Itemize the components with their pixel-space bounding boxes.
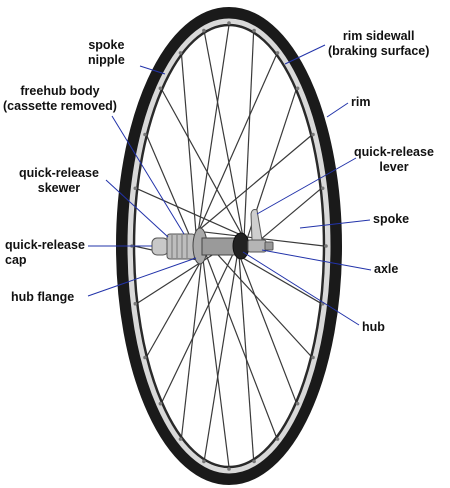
- spoke-nipple-dot: [324, 244, 328, 248]
- spoke: [201, 231, 325, 247]
- spoke-nipple-dot: [311, 132, 315, 137]
- spoke: [199, 135, 312, 230]
- qr-lever-shape: [250, 209, 263, 241]
- spoke-nipple-dot: [227, 467, 231, 471]
- spoke-nipple-dot: [143, 355, 147, 360]
- spoke-nipple-dot: [295, 86, 300, 91]
- spoke: [161, 89, 243, 235]
- leader-qr-lever: [256, 157, 357, 215]
- spoke: [202, 237, 312, 357]
- leader-qr-skewer: [105, 179, 169, 238]
- spoke: [243, 32, 255, 243]
- leader-spoke: [299, 219, 371, 229]
- leader-rim-sidewall: [284, 44, 326, 65]
- spoke: [203, 249, 239, 460]
- spoke-nipple-dot: [275, 437, 280, 441]
- qr-cap-shape: [151, 237, 169, 256]
- label-hub: hub: [362, 320, 385, 334]
- spoke-nipple-dot: [227, 21, 231, 25]
- spoke-nipple-dot: [320, 186, 325, 191]
- spoke-nipple-dot: [311, 355, 315, 360]
- spoke-nipple-dot: [143, 132, 147, 137]
- spoke-nipple-dot: [178, 51, 183, 55]
- spoke-nipple-dot: [202, 28, 206, 33]
- leader-hub: [242, 251, 360, 326]
- label-spoke: spoke: [373, 212, 410, 226]
- label-hub-flange: hub flange: [11, 290, 75, 304]
- spoke-nipple-dot: [158, 401, 163, 406]
- spoke-nipple-dot: [133, 186, 138, 191]
- label-qr-cap: quick-release cap: [5, 238, 85, 267]
- label-freehub-body: freehub body (cassette removed): [3, 84, 117, 113]
- spoke-nipple-dot: [252, 28, 256, 33]
- spoke: [203, 32, 244, 238]
- spoke: [180, 54, 198, 246]
- leader-lines: [87, 44, 372, 326]
- spoke-nipple-dot: [202, 459, 206, 464]
- spoke: [241, 256, 322, 304]
- spoke: [180, 261, 202, 438]
- spoke-nipple-dot: [295, 401, 300, 406]
- leader-spoke-nipple: [139, 65, 166, 75]
- leader-freehub-body: [111, 115, 185, 235]
- spoke-nipple-dot: [178, 437, 183, 441]
- spoke: [201, 255, 230, 468]
- spoke: [136, 188, 241, 236]
- spoke-nipple-dot: [133, 301, 138, 306]
- spoke: [238, 254, 255, 460]
- label-spoke-nipple: spoke nipple: [88, 38, 125, 67]
- spoke: [202, 246, 278, 438]
- spoke: [196, 24, 230, 237]
- spoke-nipple-dot: [252, 459, 256, 464]
- leader-hub-flange: [87, 257, 197, 297]
- label-qr-skewer: quick-release skewer: [19, 166, 99, 195]
- leader-axle: [261, 249, 372, 271]
- hub-graphic: [151, 209, 274, 265]
- label-axle: axle: [374, 262, 399, 276]
- spoke-nipple-dot: [275, 51, 280, 55]
- label-qr-lever: quick-release lever: [354, 145, 434, 174]
- label-rim-sidewall: rim sidewall (braking surface): [328, 29, 430, 58]
- hub-flange-right-shape: [232, 232, 250, 260]
- spoke: [239, 257, 297, 403]
- spoke-nipple-dot: [158, 86, 163, 91]
- freehub-body-shape: [166, 233, 196, 260]
- spoke: [198, 54, 278, 232]
- spoke: [146, 262, 201, 357]
- spoke: [161, 243, 239, 403]
- leader-rim: [326, 102, 349, 118]
- label-rim: rim: [351, 95, 371, 109]
